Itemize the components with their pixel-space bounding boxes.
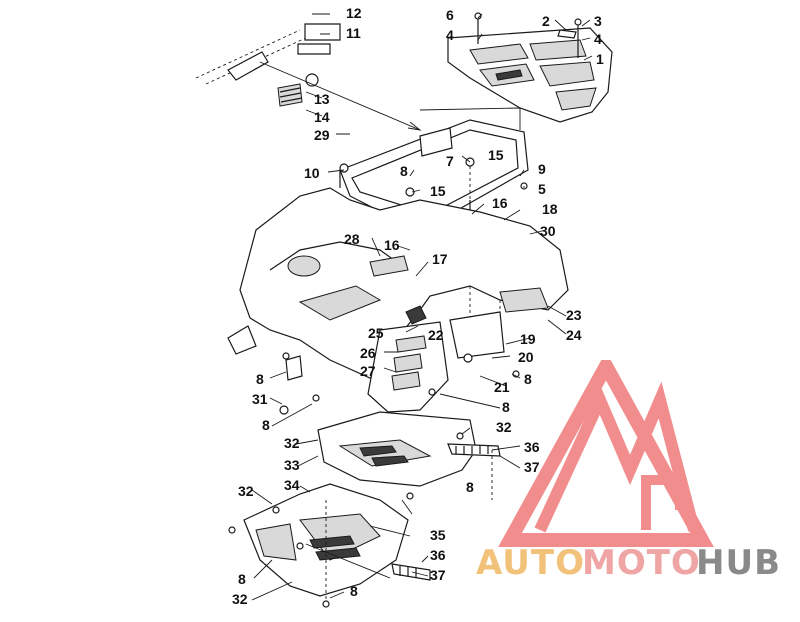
- fasteners: [228, 163, 528, 608]
- callout-15a: 15: [488, 147, 504, 163]
- callout-8f: 8: [466, 479, 474, 495]
- callout-8a: 8: [400, 163, 408, 179]
- callout-28: 28: [344, 231, 360, 247]
- callout-6: 6: [446, 7, 454, 23]
- callout-7: 7: [446, 153, 454, 169]
- callout-37a: 37: [524, 459, 540, 475]
- callout-21: 21: [494, 379, 510, 395]
- callout-14: 14: [314, 109, 330, 125]
- callout-25: 25: [368, 325, 384, 341]
- callout-32d: 32: [232, 591, 248, 607]
- rear-rack: [447, 12, 613, 123]
- leader-lines: [251, 13, 593, 601]
- callout-33: 33: [284, 457, 300, 473]
- callout-5: 5: [538, 181, 546, 197]
- callout-2: 2: [542, 13, 550, 29]
- callout-11: 11: [346, 25, 361, 41]
- callout-8d: 8: [502, 399, 510, 415]
- callout-24: 24: [566, 327, 582, 343]
- logo-word-moto: MOTO: [582, 543, 701, 583]
- callout-36b: 36: [430, 547, 446, 563]
- callout-labels: 1 2 3 4 4 5 6 7 8 9 10 11 12 13 14 15 15…: [232, 5, 604, 607]
- callout-36a: 36: [524, 439, 540, 455]
- callout-32c: 32: [238, 483, 254, 499]
- logo-word-auto: AUTO: [476, 543, 585, 583]
- callout-37b: 37: [430, 567, 446, 583]
- callout-19: 19: [520, 331, 536, 347]
- left-footwell: [243, 483, 431, 606]
- callout-18: 18: [542, 201, 558, 217]
- callout-29: 29: [314, 127, 330, 143]
- callout-15b: 15: [430, 183, 446, 199]
- callout-12: 12: [346, 5, 362, 21]
- callout-23: 23: [566, 307, 582, 323]
- callout-16a: 16: [492, 195, 508, 211]
- rear-fender: [227, 187, 569, 413]
- callout-31: 31: [252, 391, 268, 407]
- automotohub-logo: AUTO MOTO HUB: [476, 360, 781, 583]
- callout-9: 9: [538, 161, 546, 177]
- logo-word-hub: HUB: [696, 543, 781, 583]
- callout-10: 10: [304, 165, 320, 181]
- callout-32b: 32: [496, 419, 512, 435]
- callout-13: 13: [314, 91, 330, 107]
- callout-20: 20: [518, 349, 534, 365]
- callout-26: 26: [360, 345, 376, 361]
- callout-32a: 32: [284, 435, 300, 451]
- callout-8g: 8: [238, 571, 246, 587]
- callout-30: 30: [540, 223, 556, 239]
- callout-17: 17: [432, 251, 448, 267]
- callout-27: 27: [360, 363, 376, 379]
- callout-8b: 8: [256, 371, 264, 387]
- callout-34: 34: [284, 477, 300, 493]
- callout-1: 1: [596, 51, 604, 67]
- callout-8e: 8: [262, 417, 270, 433]
- right-footwell: [317, 411, 501, 500]
- callout-22: 22: [428, 327, 444, 343]
- callout-35: 35: [430, 527, 446, 543]
- callout-8h: 8: [350, 583, 358, 599]
- callout-4: 4: [594, 31, 602, 47]
- callout-4b: 4: [446, 27, 454, 43]
- callout-3: 3: [594, 13, 602, 29]
- callout-8c: 8: [524, 371, 532, 387]
- logo-triangle-mark: [498, 360, 714, 547]
- mounting-hardware-top-left: [195, 23, 422, 131]
- callout-16b: 16: [384, 237, 400, 253]
